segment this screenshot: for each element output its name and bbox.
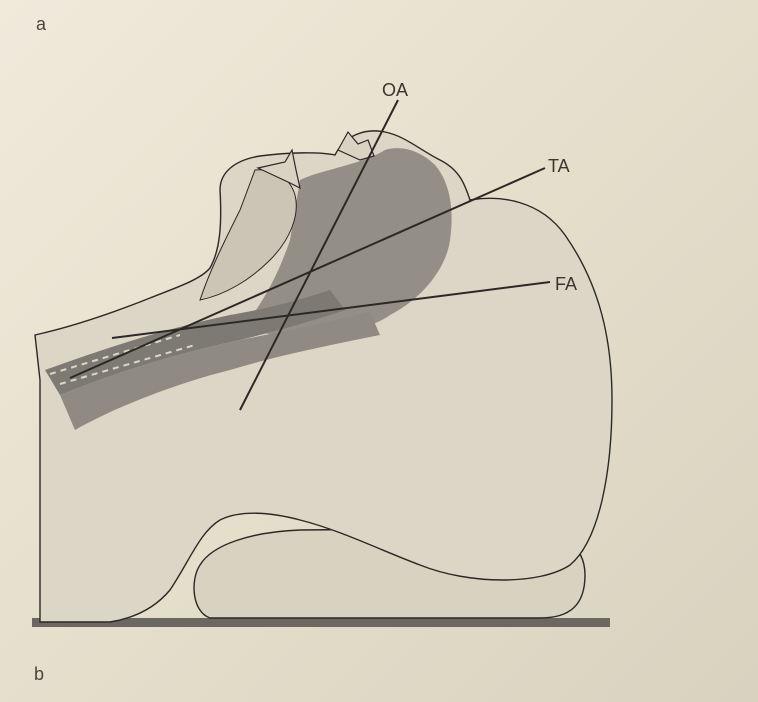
oral-axis-label: OA (382, 80, 408, 100)
tracheal-axis-label: TA (548, 156, 570, 176)
panel-label-b: b (34, 664, 44, 684)
facial-axis-label: FA (555, 274, 577, 294)
panel-label-a: a (36, 14, 47, 34)
